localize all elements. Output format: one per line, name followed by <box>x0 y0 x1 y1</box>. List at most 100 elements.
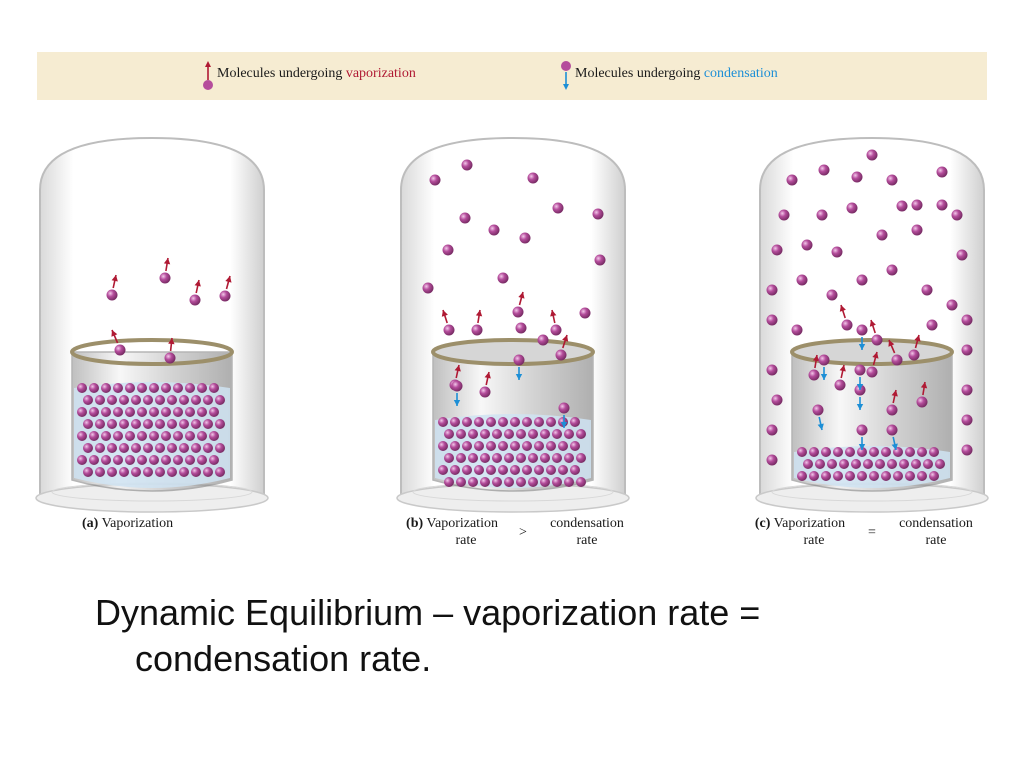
molecule <box>179 443 189 453</box>
molecule <box>89 383 99 393</box>
molecule <box>899 459 909 469</box>
molecule <box>564 477 574 487</box>
molecule <box>564 429 574 439</box>
molecule <box>791 324 803 336</box>
molecule <box>143 467 153 477</box>
molecule <box>179 467 189 477</box>
molecule <box>137 455 147 465</box>
molecule <box>831 246 843 258</box>
molecule <box>570 417 580 427</box>
molecule <box>114 344 126 356</box>
molecule <box>519 232 531 244</box>
panel-c-equilibrium <box>752 130 992 515</box>
molecule <box>911 459 921 469</box>
condensation-arrow-head <box>560 422 568 428</box>
molecule <box>528 429 538 439</box>
molecule <box>797 471 807 481</box>
molecule <box>125 431 135 441</box>
molecule <box>89 431 99 441</box>
molecule <box>956 249 968 261</box>
molecule <box>471 324 483 336</box>
legend-condensation-text: Molecules undergoing condensation <box>575 66 778 81</box>
molecule <box>125 383 135 393</box>
vaporization-arrow-head <box>484 372 491 379</box>
molecule <box>161 407 171 417</box>
molecule <box>113 407 123 417</box>
molecule <box>137 431 147 441</box>
vaporization-arrow-head <box>225 276 232 283</box>
molecule <box>456 477 466 487</box>
molecule <box>219 290 231 302</box>
condensation-arrow-head <box>515 374 523 380</box>
vaporization-arrow-head <box>888 340 895 347</box>
vaporization-arrow-head <box>812 355 820 362</box>
main-definition-part1: – vaporization rate = <box>423 592 761 633</box>
condensation-arrow-head <box>817 423 824 430</box>
molecule <box>866 366 878 378</box>
molecule <box>191 443 201 453</box>
molecule <box>936 166 948 178</box>
vaporization-arrow-head <box>475 310 483 317</box>
molecule <box>594 254 606 266</box>
molecule <box>468 453 478 463</box>
molecule <box>203 395 213 405</box>
molecule <box>869 471 879 481</box>
molecule <box>167 467 177 477</box>
vaporization-arrow-head <box>454 365 461 372</box>
molecule <box>766 314 778 326</box>
molecule <box>167 443 177 453</box>
molecule <box>816 209 828 221</box>
molecule <box>841 319 853 331</box>
molecule <box>857 447 867 457</box>
molecule <box>137 407 147 417</box>
molecule <box>159 272 171 284</box>
molecule <box>209 383 219 393</box>
bell-jar-closed-beaker-diagram <box>396 136 630 513</box>
beaker-rim <box>431 338 595 366</box>
condensation-arrow-head <box>858 344 866 350</box>
molecule <box>540 477 550 487</box>
molecule <box>558 441 568 451</box>
molecule <box>929 447 939 457</box>
beaker-rim <box>70 338 234 366</box>
vaporization-arrow-head <box>168 338 175 345</box>
molecule <box>513 354 525 366</box>
molecule <box>857 471 867 481</box>
molecule <box>474 417 484 427</box>
molecule <box>179 395 189 405</box>
molecule <box>552 202 564 214</box>
molecule <box>527 172 539 184</box>
molecule <box>911 199 923 211</box>
molecule <box>173 455 183 465</box>
molecule <box>450 465 460 475</box>
molecule <box>197 383 207 393</box>
molecule <box>552 453 562 463</box>
molecule <box>422 282 434 294</box>
molecule <box>951 209 963 221</box>
molecule <box>923 459 933 469</box>
legend-bar: Molecules undergoing vaporization Molecu… <box>37 52 987 100</box>
molecule <box>113 431 123 441</box>
molecule <box>125 455 135 465</box>
molecule <box>137 383 147 393</box>
molecule <box>83 467 93 477</box>
molecule <box>856 274 868 286</box>
molecule <box>766 454 778 466</box>
molecule <box>77 383 87 393</box>
molecule <box>961 414 973 426</box>
molecule <box>155 467 165 477</box>
molecule <box>444 477 454 487</box>
molecule <box>875 459 885 469</box>
molecule <box>101 383 111 393</box>
molecule <box>131 419 141 429</box>
molecule <box>161 431 171 441</box>
molecule <box>887 459 897 469</box>
molecule <box>462 441 472 451</box>
molecule <box>827 459 837 469</box>
molecule <box>886 264 898 276</box>
molecule <box>771 394 783 406</box>
molecule <box>510 465 520 475</box>
caption-c-right-bottom: rate <box>925 533 947 548</box>
molecule <box>164 352 176 364</box>
molecule <box>149 431 159 441</box>
